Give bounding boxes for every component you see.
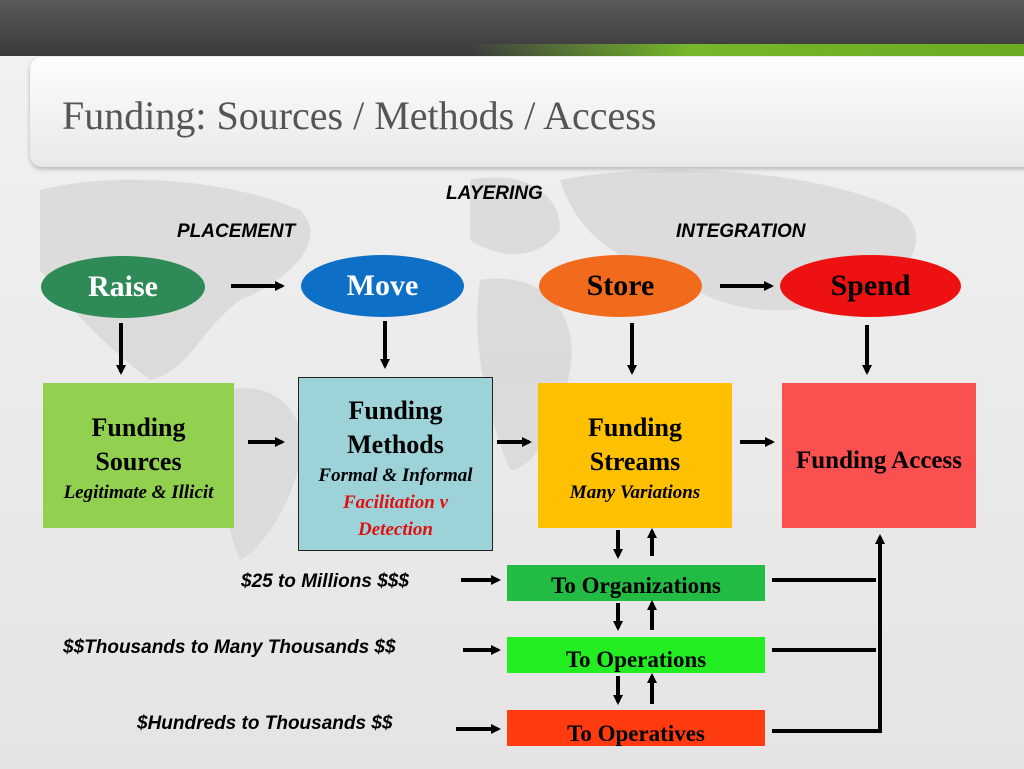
move-oval: Move	[301, 255, 464, 317]
tier-amount-organizations: $25 to Millions $$$	[241, 571, 409, 592]
store-oval: Store	[539, 255, 702, 317]
tier-amount-operatives: $Hundreds to Thousands $$	[137, 713, 393, 734]
funding-methods-line1: Funding	[348, 396, 443, 425]
accent-stripe	[470, 44, 1024, 56]
to-operatives-bar: To Operatives	[507, 710, 765, 746]
layering-label: LAYERING	[446, 183, 543, 204]
funding-sources-sub: Legitimate & Illicit	[63, 482, 214, 503]
spend-oval: Spend	[780, 255, 961, 317]
to-organizations-bar: To Organizations	[507, 565, 765, 601]
funding-streams-sub: Many Variations	[569, 482, 701, 503]
integration-label: INTEGRATION	[676, 221, 806, 242]
collector-to-access	[772, 534, 885, 733]
funding-streams-line1: Funding	[588, 413, 682, 442]
funding-streams-line2: Streams	[589, 447, 681, 476]
placement-label: PLACEMENT	[177, 221, 296, 242]
to-operations-bar: To Operations	[507, 637, 765, 673]
title-bar	[30, 57, 1024, 167]
funding-sources-line2: Sources	[95, 447, 182, 476]
funding-methods-sub3: Detection	[358, 519, 433, 540]
funding-methods-box: Funding Methods Formal & Informal Facili…	[298, 377, 493, 551]
funding-access-label: Funding Access	[795, 447, 962, 474]
funding-methods-sub2: Facilitation v	[342, 492, 449, 513]
funding-streams-box: Funding Streams Many Variations	[538, 383, 732, 528]
page-title: Funding: Sources / Methods / Access	[62, 93, 657, 138]
funding-methods-line2: Methods	[347, 430, 444, 459]
funding-access-box: Funding Access	[782, 383, 976, 528]
tier-amount-operations: $$Thousands to Many Thousands $$	[63, 637, 396, 658]
funding-methods-sub1: Formal & Informal	[318, 465, 473, 486]
funding-sources-box: Funding Sources Legitimate & Illicit	[43, 383, 234, 528]
funding-sources-line1: Funding	[91, 413, 186, 442]
raise-oval: Raise	[41, 256, 205, 318]
